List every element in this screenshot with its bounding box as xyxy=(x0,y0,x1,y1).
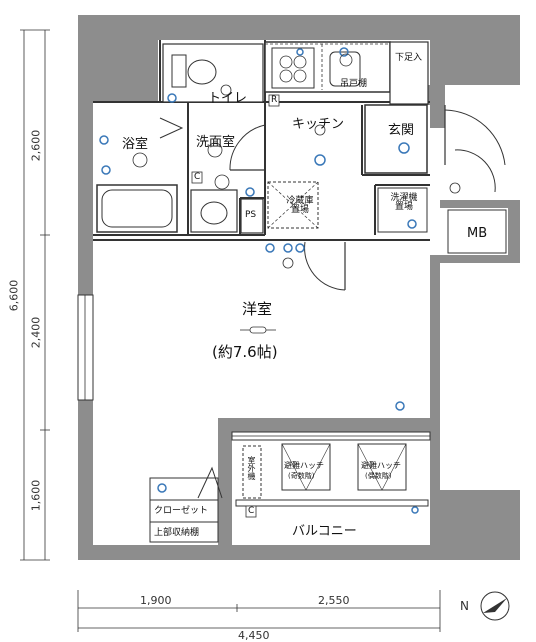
label-hatch-left: 避難ハッチ xyxy=(284,461,324,470)
room-label-bath: 浴室 xyxy=(122,137,149,152)
room-label-kitchen: キッチン xyxy=(292,117,345,132)
label-c-mark-balcony: C xyxy=(248,506,255,516)
dim-total-width: 4,450 xyxy=(238,629,270,642)
label-shoe-box: 下足入 xyxy=(395,53,423,63)
label-ps: PS xyxy=(245,210,257,220)
label-hatch-right-sub: (偶数階) xyxy=(365,472,392,480)
room-label-balcony: バルコニー xyxy=(292,524,357,539)
label-hanging-cupboard: 吊戸棚 xyxy=(340,79,368,89)
label-hatch-left-sub: (奇数階) xyxy=(288,472,315,480)
dim-h-top: 2,600 xyxy=(29,129,43,162)
dim-h-mid: 2,400 xyxy=(29,316,43,349)
room-label-western-room-size: (約7.6帖) xyxy=(212,343,278,361)
label-r-mark: R xyxy=(271,95,278,105)
room-label-entrance: 玄関 xyxy=(388,123,415,138)
label-fridge-space: 冷蔵庫 置場 xyxy=(286,196,314,215)
room-label-mb: MB xyxy=(467,226,488,241)
dim-total-height: 6,600 xyxy=(7,279,21,312)
compass xyxy=(480,591,510,621)
label-c-mark: C xyxy=(194,172,201,182)
label-hatch-right: 避難ハッチ xyxy=(361,461,401,470)
dim-h-bottom: 1,600 xyxy=(29,479,43,512)
room-label-toilet: トイレ xyxy=(208,91,248,106)
room-label-upper-storage: 上部収納棚 xyxy=(154,528,200,538)
label-washer-space: 洗濯機 置場 xyxy=(390,193,418,212)
room-label-washroom: 洗面室 xyxy=(196,135,236,150)
dim-w-left: 1,900 xyxy=(140,594,172,607)
dim-w-right: 2,550 xyxy=(318,594,350,607)
room-label-closet: クローゼット xyxy=(154,506,209,516)
compass-label: N xyxy=(460,599,469,613)
room-label-western-room: 洋室 xyxy=(242,300,273,318)
label-outdoor-unit: 室外機 xyxy=(247,456,256,480)
